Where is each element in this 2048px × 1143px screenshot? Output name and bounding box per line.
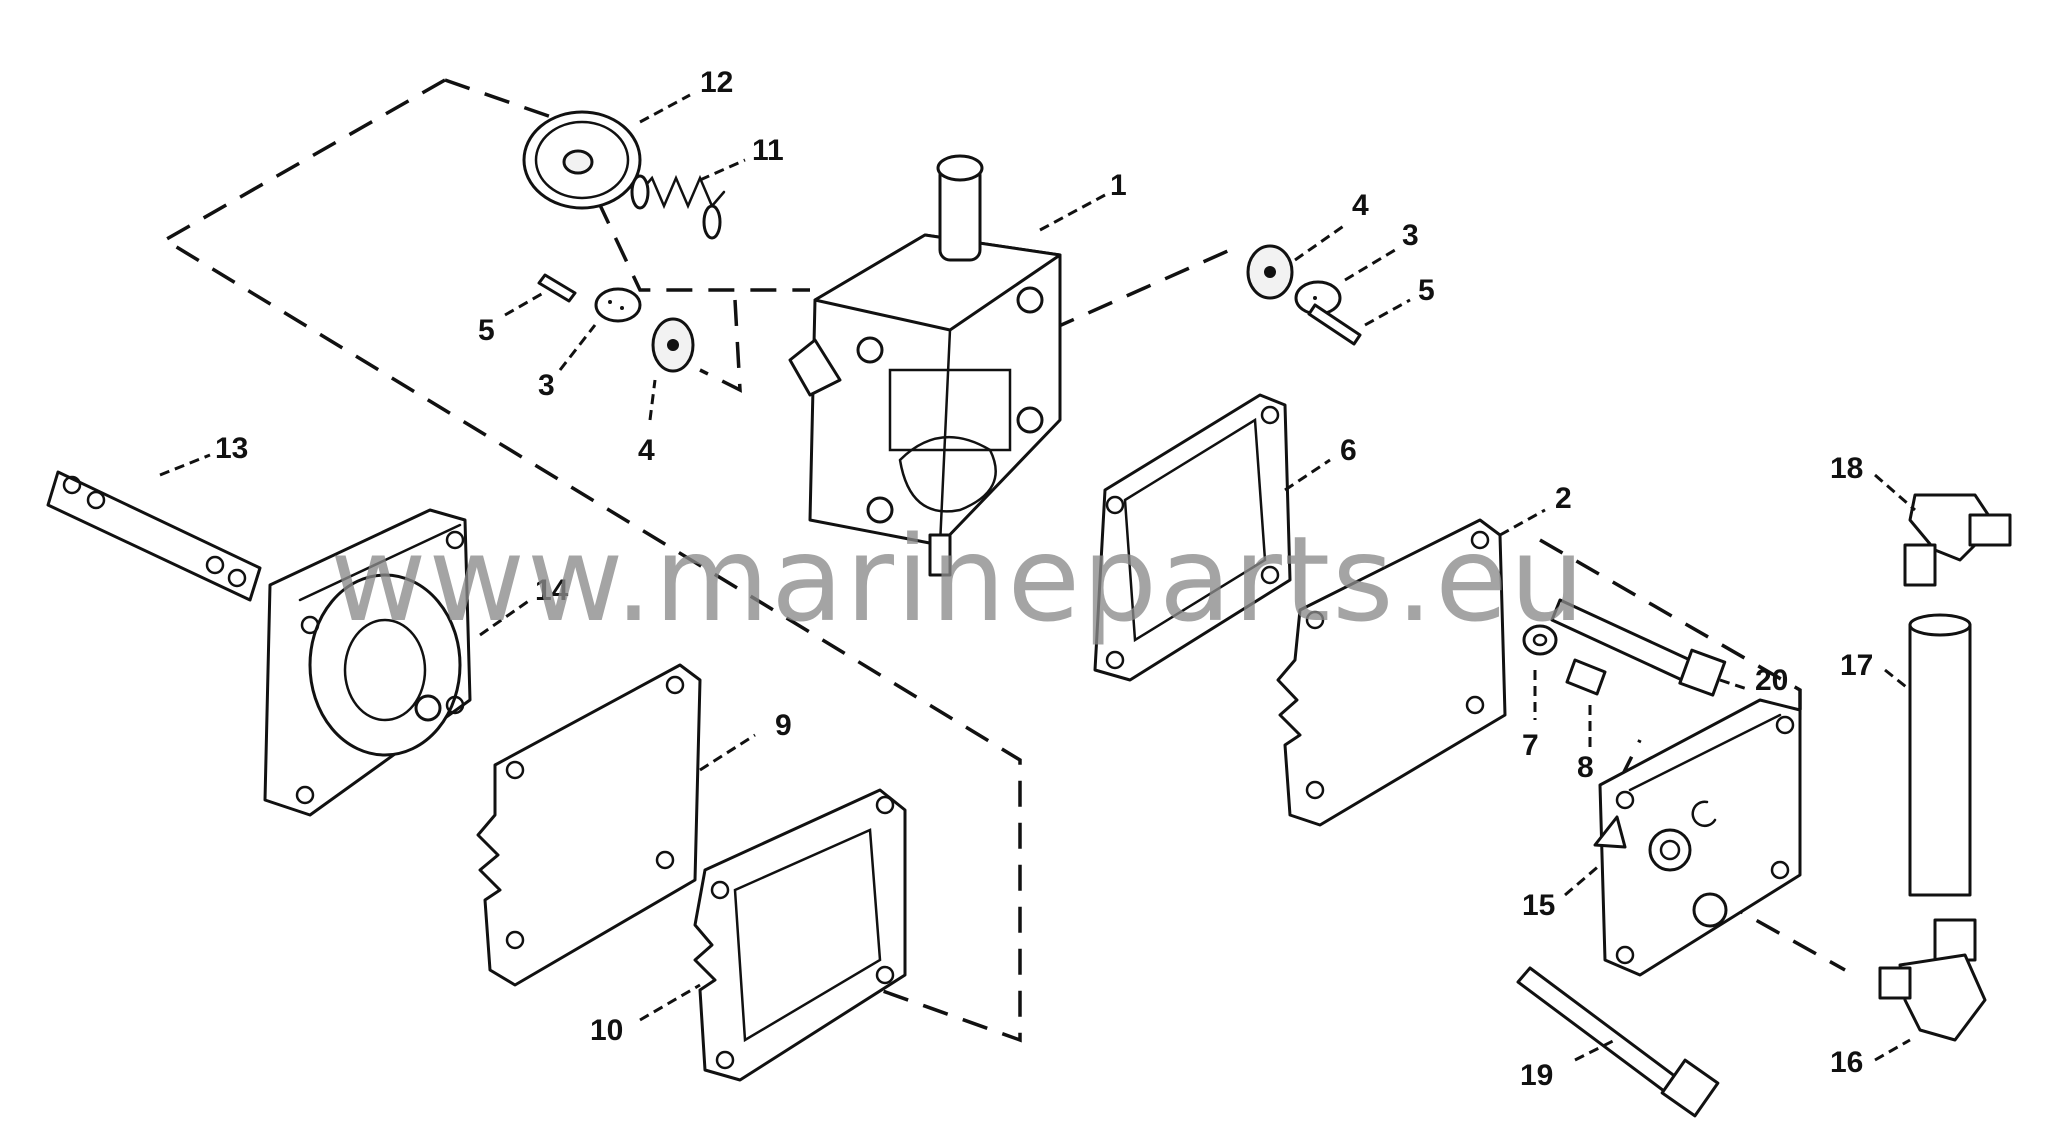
part-plate-bar-13 [46, 470, 262, 602]
callout-7: 7 [1522, 729, 1539, 762]
part-gasket-frame-6 [1093, 393, 1292, 682]
part-gasket-frame-10 [693, 788, 907, 1082]
callout-18: 18 [1830, 452, 1863, 485]
part-elbow-fitting-18 [1903, 493, 2012, 587]
callout-13: 13 [215, 432, 248, 465]
part-pump-cover-15 [1593, 698, 1802, 977]
callout-leader-lines [159, 93, 1916, 1062]
callout-labels: 12 11 1 4 3 5 5 3 4 13 14 6 2 9 10 7 8 2… [215, 66, 1873, 1092]
watermark-text: www.marineparts.eu [330, 510, 1587, 648]
callout-1: 1 [1110, 169, 1127, 202]
callout-2: 2 [1555, 482, 1572, 515]
callout-3-right: 3 [1402, 219, 1419, 252]
callout-12: 12 [700, 66, 733, 99]
part-gasket-9 [476, 663, 702, 987]
callout-10: 10 [590, 1014, 623, 1047]
callout-16: 16 [1830, 1046, 1863, 1079]
callout-5-left: 5 [478, 314, 495, 347]
part-spring-11 [630, 174, 726, 240]
callout-11: 11 [752, 134, 784, 167]
callout-5-right: 5 [1418, 274, 1435, 307]
part-elbow-fitting-16 [1878, 918, 1987, 1042]
callout-6: 6 [1340, 434, 1357, 467]
callout-9: 9 [775, 709, 792, 742]
part-hardware-7-8-20 [1522, 598, 1727, 697]
callout-17: 17 [1840, 649, 1873, 682]
part-cover-14 [263, 508, 472, 817]
callout-15: 15 [1522, 889, 1555, 922]
part-pump-body-1 [788, 154, 1062, 577]
part-valve-group-left [537, 273, 695, 373]
part-tube-17 [1908, 613, 1972, 897]
part-diaphragm-12 [522, 110, 642, 210]
part-valve-group-right [1246, 244, 1362, 346]
callout-4-right: 4 [1352, 189, 1369, 222]
callout-8: 8 [1577, 751, 1594, 784]
callout-14: 14 [535, 574, 569, 607]
callout-3-left: 3 [538, 369, 555, 402]
callout-20: 20 [1755, 664, 1788, 697]
callout-19: 19 [1520, 1059, 1553, 1092]
part-bolt-19 [1516, 966, 1720, 1118]
callout-4-left: 4 [638, 434, 655, 467]
